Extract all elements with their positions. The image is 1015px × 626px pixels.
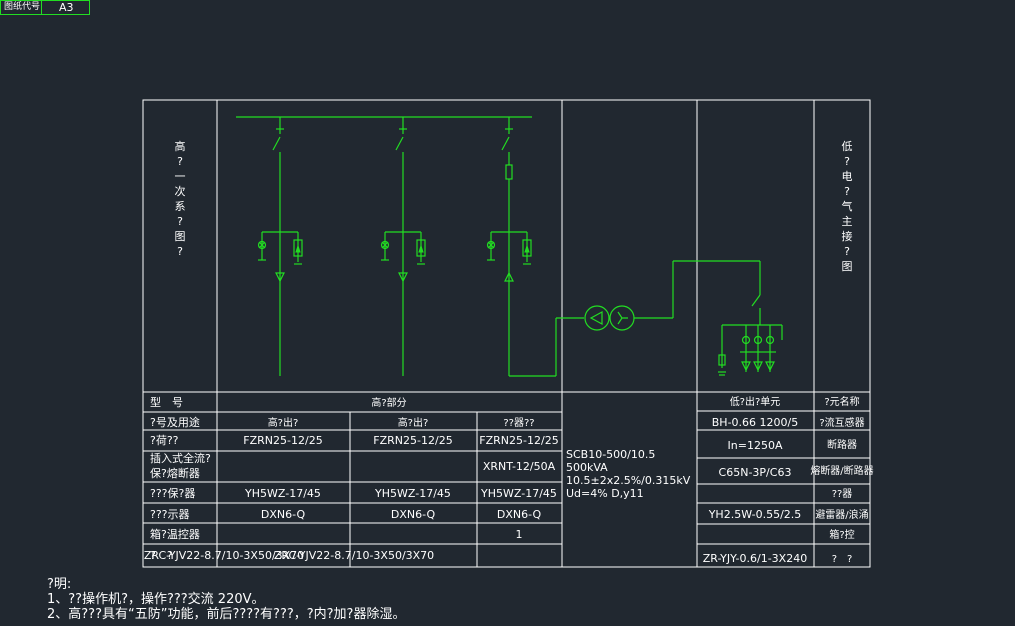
transformer-spec: Ud=4% D,y11 — [566, 487, 644, 500]
vertical-char: 低 — [842, 140, 853, 153]
cell-indicator: DXN6-Q — [261, 508, 306, 521]
feeder-3 — [486, 117, 532, 376]
transformer-spec: 10.5±2x2.5%/0.315kV — [566, 474, 691, 487]
low-name: 熔断器/断路器 — [810, 464, 873, 477]
low-name: ?元名称 — [824, 395, 859, 408]
row-header: 箱?温控器 — [150, 527, 200, 541]
title-block-label: 图纸代号 — [4, 2, 41, 12]
row-header: 保?熔断器 — [150, 466, 200, 480]
low-name: 箱?控 — [829, 528, 854, 541]
row-header: 插入式全流? — [150, 451, 211, 465]
cell-cable: ZRC-YJV22-8.7/10-3X50/3X70 — [274, 549, 434, 562]
vertical-char: 接 — [842, 230, 853, 243]
vertical-char: 主 — [842, 215, 853, 228]
low-value: BH-0.66 1200/5 — [712, 416, 798, 429]
note-1: 1、??操作机?，操作???交流 220V。 — [47, 592, 265, 607]
cell-switch: FZRN25-12/25 — [243, 434, 322, 447]
vertical-char: 次 — [175, 184, 186, 198]
low-branch-2 — [752, 325, 764, 372]
low-branch-1 — [740, 325, 752, 372]
vertical-char: ? — [177, 215, 183, 228]
notes-title: ?明: — [47, 577, 72, 592]
transformer-spec: SCB10-500/10.5 — [566, 448, 655, 461]
vertical-char: 图 — [842, 260, 853, 273]
row-header: ???示器 — [150, 508, 190, 521]
drawing-frame — [142, 99, 871, 568]
note-2: 2、高???具有“五防”功能，前后????有???，?内?加?器除湿。 — [47, 607, 406, 622]
row-header: ???保?器 — [150, 486, 195, 500]
low-name: 断路器 — [827, 438, 857, 451]
low-name: ??器 — [832, 488, 853, 500]
row-header: ? ? — [150, 549, 173, 562]
transformer-spec: 500kVA — [566, 461, 608, 474]
vertical-char: 一 — [175, 170, 186, 183]
vertical-char: 系 — [175, 200, 186, 213]
low-header: 低?出?单元 — [730, 395, 781, 408]
feeder-1 — [257, 117, 303, 376]
transformer-symbol — [584, 305, 635, 331]
low-name: ?流互感器 — [819, 416, 864, 429]
right-vertical-title: 低?电?气主接?图 — [842, 140, 853, 273]
cell-arrester: YH5WZ-17/45 — [374, 487, 451, 500]
cell-arrester: YH5WZ-17/45 — [480, 487, 557, 500]
row-header: ?荷?? — [150, 434, 179, 447]
title-block-value: A3 — [59, 1, 74, 14]
low-name: 避雷器/浪涌 — [815, 508, 868, 521]
left-vertical-title: 高? 一次系? 图? — [175, 139, 186, 258]
cell-usage: 高?出? — [268, 416, 299, 429]
vertical-char: ? — [177, 245, 183, 258]
low-value: C65N-3P/C63 — [719, 466, 792, 479]
cell-indicator: DXN6-Q — [497, 508, 542, 521]
feeder-2 — [380, 117, 426, 376]
row-header: 型 号 — [150, 395, 183, 409]
low-value: ZR-YJY-0.6/1-3X240 — [703, 552, 807, 565]
cell-usage: 高?出? — [398, 416, 429, 429]
section-title: 高?部分 — [371, 396, 406, 409]
cell-switch: FZRN25-12/25 — [479, 434, 558, 447]
cell-switch: FZRN25-12/25 — [373, 434, 452, 447]
cell-arrester: YH5WZ-17/45 — [244, 487, 321, 500]
vertical-char: ? — [177, 155, 183, 168]
low-branch-3 — [764, 325, 776, 372]
low-name: ? ? — [832, 554, 853, 565]
cell-cable: ZRC-YJV22-8.7/10-3X50/3X70 — [144, 549, 304, 562]
cell-temp: 1 — [516, 528, 523, 541]
vertical-char: ? — [844, 185, 850, 198]
vertical-char: ? — [844, 245, 850, 258]
equipment-table: 型 号 ?号及用途 ?荷?? 插入式全流?保?熔断器 ???保?器 ???示器箱?温控器?… — [144, 395, 874, 565]
vertical-char: 图 — [175, 230, 186, 243]
vertical-char: ? — [844, 155, 850, 168]
vertical-char: 电 — [842, 170, 853, 183]
vertical-char: 高 — [175, 139, 186, 153]
low-value: In=1250A — [728, 439, 783, 452]
row-header: ?号及用途 — [150, 415, 200, 429]
low-value: YH2.5W-0.55/2.5 — [708, 508, 802, 521]
cell-fuse: XRNT-12/50A — [483, 460, 556, 473]
single-line-diagram — [236, 116, 783, 377]
cell-usage: ??器?? — [503, 417, 534, 429]
vertical-char: 气 — [842, 199, 853, 213]
title-block: 图纸代号 A3 — [0, 0, 90, 15]
notes: ?明: 1、??操作机?，操作???交流 220V。 2、高???具有“五防”功… — [47, 577, 405, 622]
cell-indicator: DXN6-Q — [391, 508, 436, 521]
